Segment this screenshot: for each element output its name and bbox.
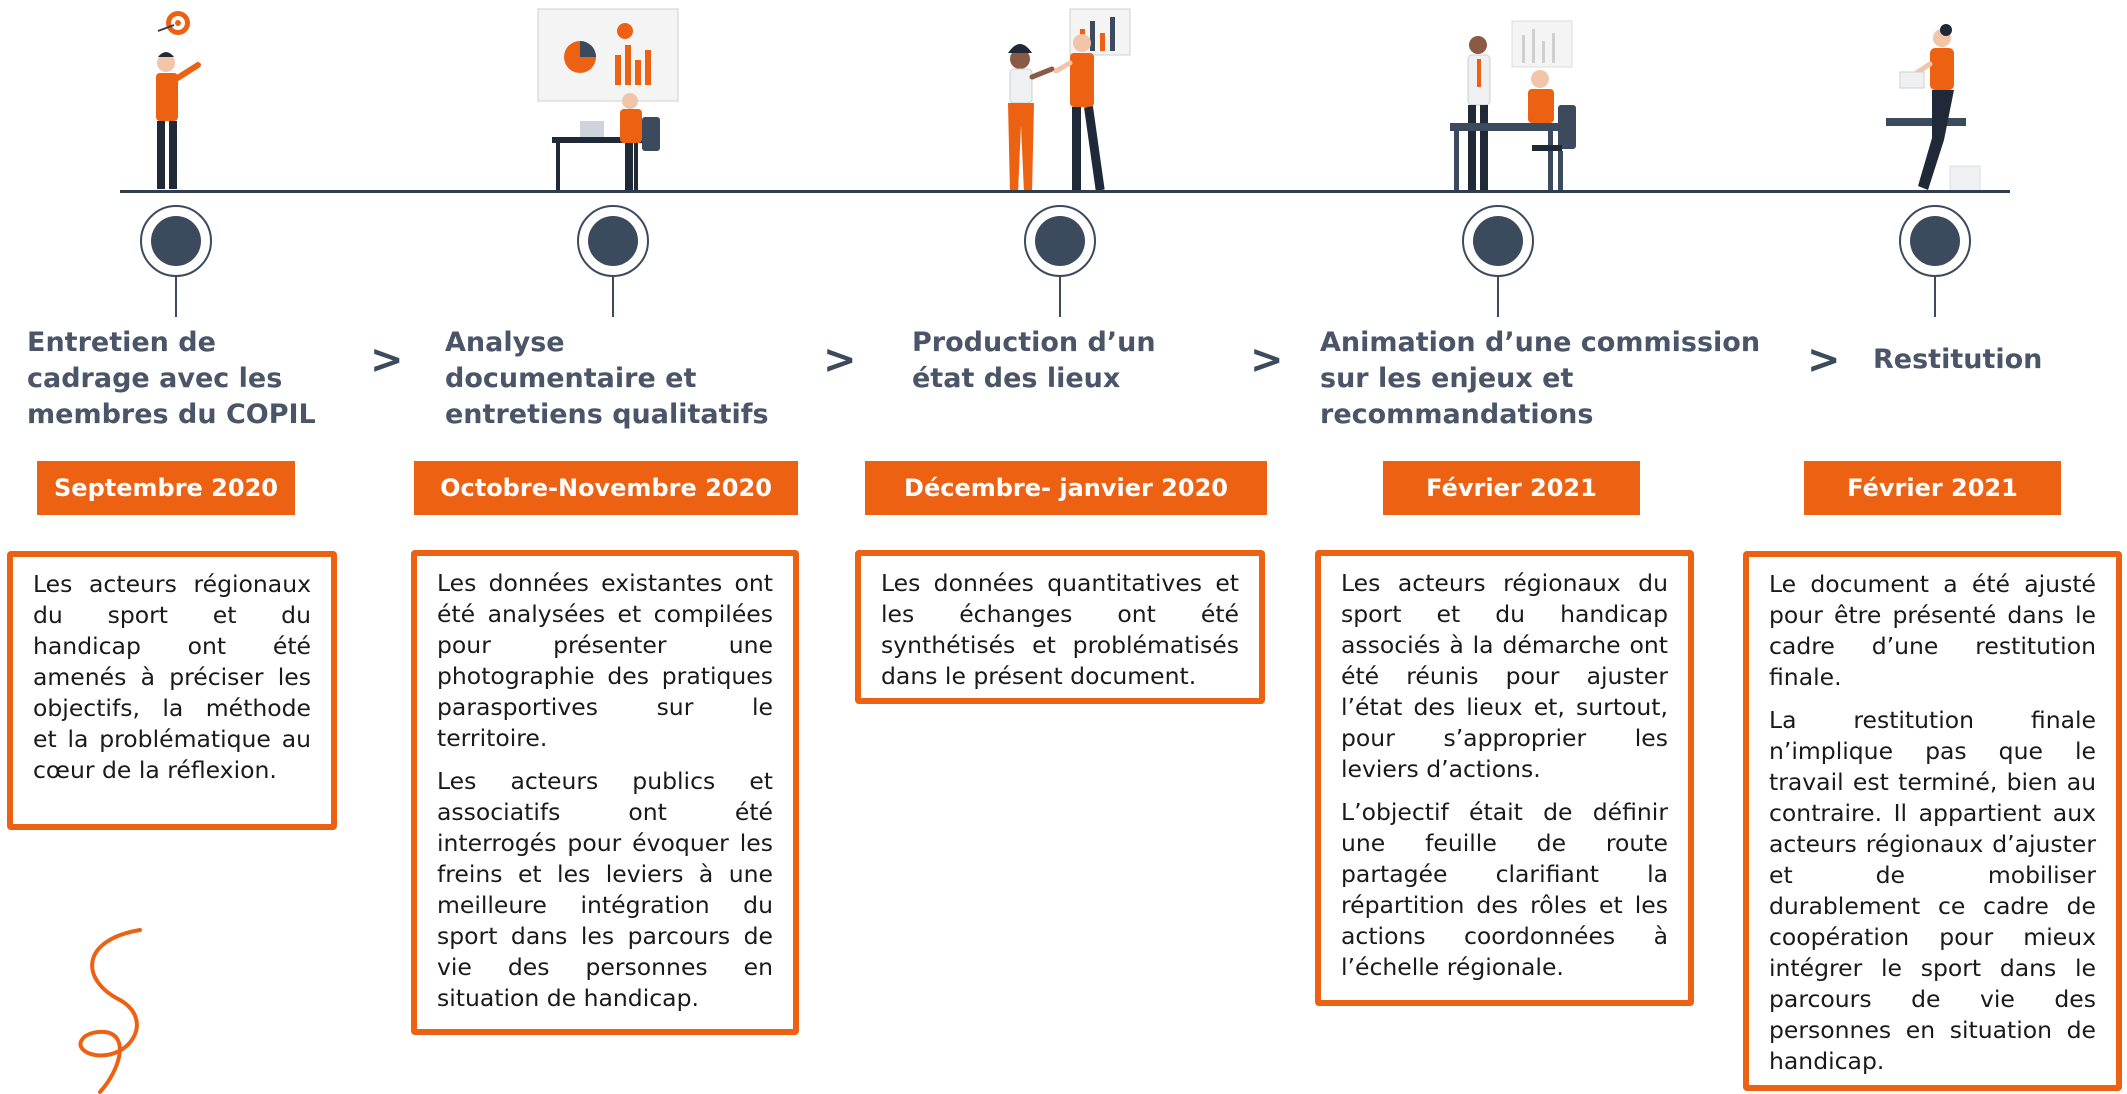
node-connector <box>1497 277 1499 317</box>
description-box: Les acteurs régionaux du sport et du han… <box>1315 550 1694 1006</box>
timeline-node <box>1462 205 1534 277</box>
description-box: Le document a été ajusté pour être prése… <box>1743 551 2122 1091</box>
description-paragraph: Les acteurs régionaux du sport et du han… <box>1341 569 1668 783</box>
description-box: Les données existantes ont été analysées… <box>411 550 799 1035</box>
timeline-node <box>140 205 212 277</box>
timeline-node <box>1899 205 1971 277</box>
step-title: Analyse documentaire et entretiens quali… <box>445 327 769 430</box>
description-paragraph: Les données existantes ont été analysées… <box>437 569 773 752</box>
description-paragraph: L’objectif était de définir une feuille … <box>1341 798 1668 981</box>
step-title: Production d’un état des lieux <box>912 327 1156 394</box>
description-box: Les données quantitatives et les échange… <box>855 550 1265 704</box>
timeline-node <box>577 205 649 277</box>
chevron-right-icon: > <box>370 337 404 383</box>
date-badge: Décembre- janvier 2020 <box>865 461 1267 515</box>
node-connector <box>1059 277 1061 317</box>
two-people-chart-icon <box>1008 8 1131 193</box>
meeting-table-icon <box>1450 20 1576 193</box>
step-title: Restitution <box>1873 344 2043 375</box>
description-paragraph: Les données quantitatives et les échange… <box>881 569 1239 690</box>
person-desk-chart-icon <box>537 8 679 193</box>
timeline-node <box>1024 205 1096 277</box>
node-connector <box>612 277 614 317</box>
chevron-right-icon: > <box>823 337 857 383</box>
step-title: Entretien de cadrage avec les membres du… <box>27 327 316 430</box>
description-paragraph: La restitution finale n’implique pas que… <box>1769 706 2096 1075</box>
person-target-icon <box>156 11 201 189</box>
date-badge: Septembre 2020 <box>37 461 295 515</box>
date-badge: Février 2021 <box>1804 461 2061 515</box>
step-title: Animation d’une commission sur les enjeu… <box>1320 327 1761 430</box>
squiggle-decoration <box>78 928 142 1094</box>
person-sitting-icon <box>1886 24 1981 193</box>
description-paragraph: Le document a été ajusté pour être prése… <box>1769 570 2096 691</box>
description-paragraph: Les acteurs régionaux du sport et du han… <box>33 570 311 784</box>
description-paragraph: Les acteurs publics et associatifs ont é… <box>437 767 773 1012</box>
node-connector <box>175 277 177 317</box>
timeline-axis <box>120 190 2010 193</box>
chevron-right-icon: > <box>1807 337 1841 383</box>
date-badge: Octobre-Novembre 2020 <box>414 461 798 515</box>
description-box: Les acteurs régionaux du sport et du han… <box>7 551 337 830</box>
date-badge: Février 2021 <box>1383 461 1640 515</box>
node-connector <box>1934 277 1936 317</box>
chevron-right-icon: > <box>1250 337 1284 383</box>
